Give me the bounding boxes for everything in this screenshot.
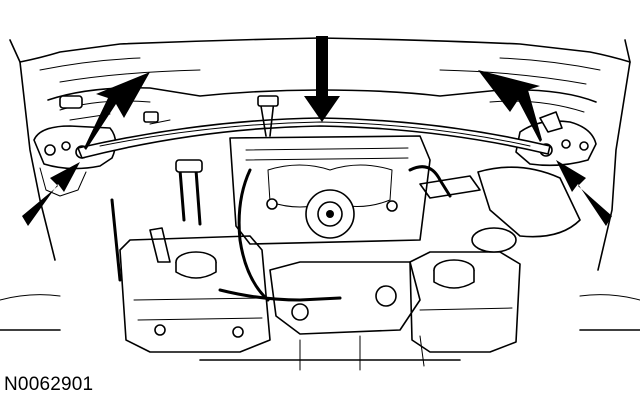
vehicle-body-outline (0, 37, 640, 331)
right-reservoir (409, 166, 581, 353)
engine-upper (229, 95, 431, 245)
right-strut-tower (515, 111, 597, 167)
lower-engine (199, 261, 461, 371)
callout-arrow-top-right (478, 70, 542, 142)
left-strut-tower (33, 125, 117, 197)
hoses (110, 159, 481, 302)
callout-arrow-bottom-right (556, 160, 612, 226)
left-reservoir (119, 235, 271, 353)
callout-arrow-top-left (84, 72, 150, 150)
strut-tower-brace (77, 117, 551, 159)
figure-id-caption: N0062901 (4, 374, 94, 395)
callout-arrow-top-center (304, 36, 340, 122)
callout-arrow-bottom-left (22, 162, 80, 226)
